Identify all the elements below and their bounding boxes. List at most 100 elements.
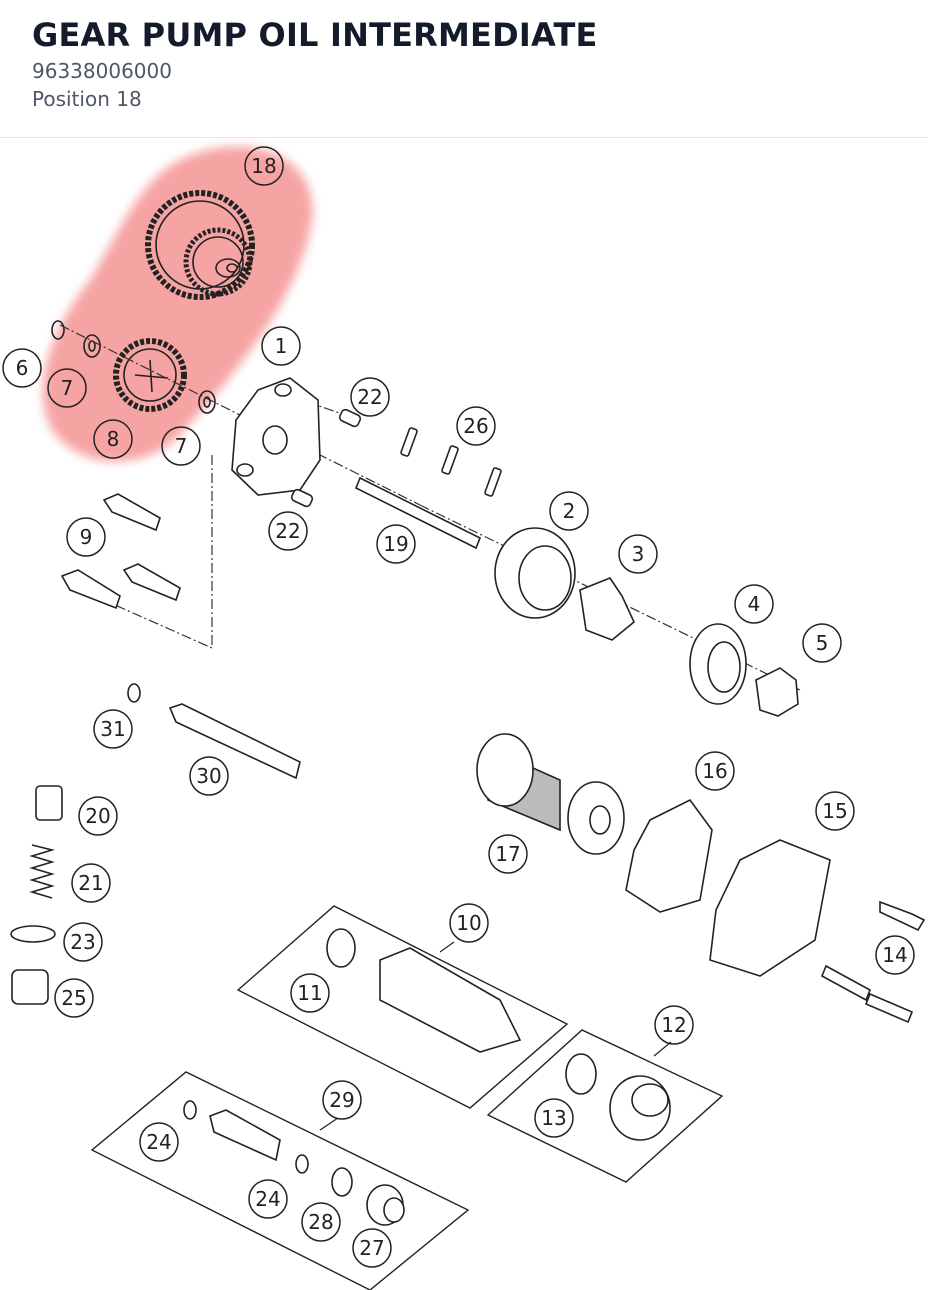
callout-30[interactable]: 30	[189, 756, 229, 796]
callout-circle	[654, 1005, 694, 1045]
callout-27[interactable]: 27	[352, 1228, 392, 1268]
callout-12[interactable]: 12	[654, 1005, 694, 1045]
callout-circle	[301, 1202, 341, 1242]
callout-5[interactable]: 5	[802, 623, 842, 663]
part-29-valve-insert[interactable]	[209, 1109, 281, 1162]
part-10-filter-insert[interactable]	[379, 947, 522, 1053]
part-24-o-ring-a[interactable]	[183, 1100, 197, 1120]
callout-number: 16	[702, 759, 727, 783]
part-26-needle-pins[interactable]	[400, 427, 502, 497]
part-25-plug[interactable]	[11, 969, 49, 1005]
part-30-oil-tube[interactable]	[168, 703, 301, 780]
part-13-o-ring[interactable]	[565, 1053, 597, 1095]
part-27-screw-plug[interactable]	[366, 1184, 405, 1226]
part-9-bolts[interactable]	[60, 493, 181, 610]
callout-number: 4	[748, 592, 761, 616]
callout-25[interactable]: 25	[54, 978, 94, 1018]
callout-circle	[322, 1080, 362, 1120]
callout-20[interactable]: 20	[78, 796, 118, 836]
callout-17[interactable]: 17	[488, 834, 528, 874]
callout-31[interactable]: 31	[93, 709, 133, 749]
callout-18[interactable]: 18	[244, 146, 284, 186]
part-16-gasket[interactable]	[625, 798, 713, 913]
callout-circle	[875, 935, 915, 975]
callout-number: 7	[175, 434, 188, 458]
part-4-outer-rotor-b[interactable]	[689, 623, 747, 705]
callout-24[interactable]: 24	[248, 1179, 288, 1219]
callout-6[interactable]: 6	[2, 348, 42, 388]
part-14-screws[interactable]	[820, 900, 926, 1024]
callout-circle	[71, 863, 111, 903]
callout-number: 17	[495, 842, 520, 866]
callout-23[interactable]: 23	[63, 922, 103, 962]
callout-number: 24	[146, 1130, 171, 1154]
kit-box-12	[486, 1029, 724, 1183]
part-12-screw-plug[interactable]	[609, 1075, 671, 1141]
callout-number: 23	[70, 930, 95, 954]
part-28-o-ring[interactable]	[331, 1167, 353, 1197]
part-5-inner-rotor-b[interactable]	[755, 667, 799, 717]
part-21-spring[interactable]	[29, 844, 56, 899]
position-label: Position 18	[32, 87, 142, 111]
part-20-valve-piston[interactable]	[35, 785, 63, 821]
part-2-outer-rotor[interactable]	[494, 527, 576, 619]
callout-28[interactable]: 28	[301, 1202, 341, 1242]
callout-7[interactable]: 7	[47, 368, 87, 408]
callout-circle	[139, 1122, 179, 1162]
callout-22[interactable]: 22	[268, 511, 308, 551]
part-3-inner-rotor[interactable]	[579, 577, 635, 641]
part-18-gear-pair[interactable]	[145, 190, 255, 300]
part-8-gear[interactable]	[113, 338, 187, 412]
callout-number: 22	[275, 519, 300, 543]
callout-circle	[815, 791, 855, 831]
callout-29[interactable]: 29	[322, 1080, 362, 1120]
callout-circle	[78, 796, 118, 836]
callout-24[interactable]: 24	[139, 1122, 179, 1162]
callout-number: 24	[255, 1187, 280, 1211]
callout-number: 18	[251, 154, 276, 178]
part-11-o-ring[interactable]	[326, 928, 356, 968]
part-6-circlip[interactable]	[51, 320, 65, 340]
callout-circle	[93, 709, 133, 749]
callout-number: 19	[383, 532, 408, 556]
callout-number: 7	[61, 376, 74, 400]
callout-circle	[290, 973, 330, 1013]
callout-circle	[248, 1179, 288, 1219]
callout-3[interactable]: 3	[618, 534, 658, 574]
callout-15[interactable]: 15	[815, 791, 855, 831]
callout-number: 22	[357, 385, 382, 409]
callout-4[interactable]: 4	[734, 584, 774, 624]
kit-box-10	[236, 905, 569, 1109]
callout-9[interactable]: 9	[66, 517, 106, 557]
part-31-o-ring[interactable]	[127, 683, 141, 703]
callout-2[interactable]: 2	[549, 491, 589, 531]
callout-19[interactable]: 19	[376, 524, 416, 564]
callout-circle	[695, 751, 735, 791]
callout-1[interactable]: 1	[261, 326, 301, 366]
callout-number: 31	[100, 717, 125, 741]
part-15-filter-cover[interactable]	[709, 839, 831, 977]
callout-16[interactable]: 16	[695, 751, 735, 791]
callout-circle	[734, 584, 774, 624]
callout-21[interactable]: 21	[71, 863, 111, 903]
callout-11[interactable]: 11	[290, 973, 330, 1013]
part-17-oil-filter[interactable]	[476, 733, 625, 855]
part-1-pump-housing[interactable]	[231, 377, 321, 496]
callout-circle	[350, 377, 390, 417]
callout-22[interactable]: 22	[350, 377, 390, 417]
part-7-washer-b[interactable]	[198, 390, 216, 414]
part-23-ring[interactable]	[10, 925, 56, 943]
callout-10[interactable]: 10	[449, 903, 489, 943]
callout-circle	[618, 534, 658, 574]
callout-number: 2	[563, 499, 576, 523]
part-19-pump-shaft[interactable]	[354, 476, 482, 550]
callout-13[interactable]: 13	[534, 1098, 574, 1138]
callout-26[interactable]: 26	[456, 406, 496, 446]
part-22-dowel-pins[interactable]	[290, 408, 362, 508]
callout-8[interactable]: 8	[93, 419, 133, 459]
part-24-o-ring-b[interactable]	[295, 1154, 309, 1174]
callout-7[interactable]: 7	[161, 426, 201, 466]
part-7-washer[interactable]	[83, 334, 101, 358]
callout-14[interactable]: 14	[875, 935, 915, 975]
callout-circle	[268, 511, 308, 551]
